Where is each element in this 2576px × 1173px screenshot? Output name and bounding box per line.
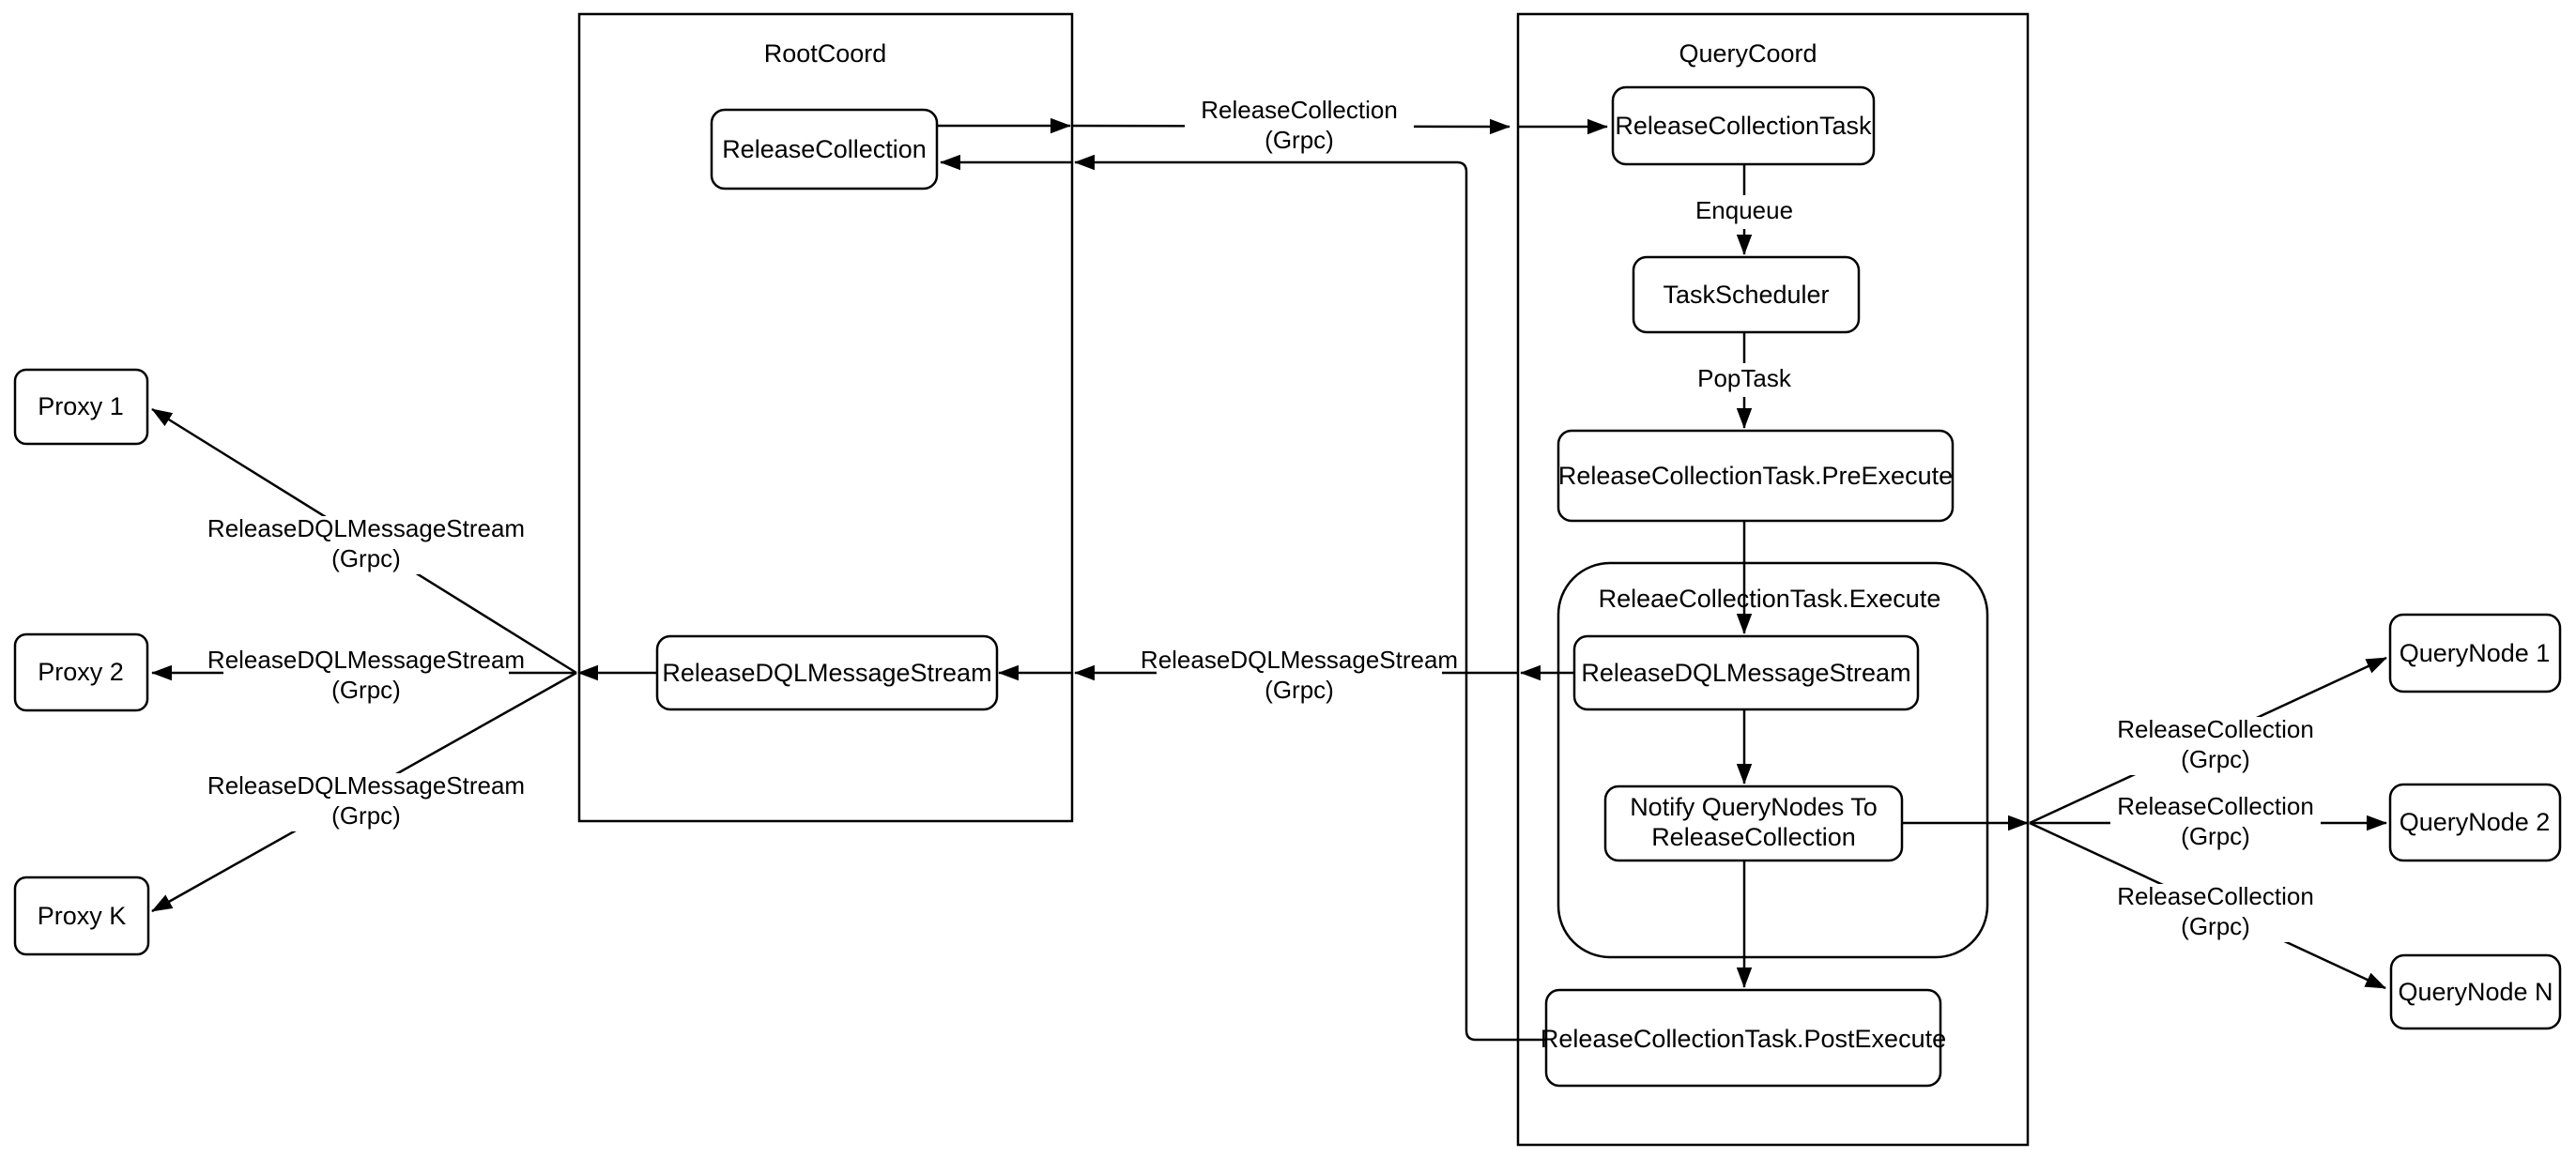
node-preexecute <box>1556 429 1955 523</box>
label-mask <box>2110 884 2321 942</box>
label-mask <box>2110 794 2321 852</box>
edge-label-proxyk-line1: ReleaseDQLMessageStream <box>207 771 525 800</box>
label-mask <box>2110 717 2321 775</box>
node-exec-releasedqlmessagestream <box>1572 634 1920 711</box>
node-postexecute-label: ReleaseCollectionTask.PostExecute <box>1541 1025 1946 1053</box>
edge-label-releasecollection-grpc-line2: (Grpc) <box>1265 126 1334 154</box>
label-mask <box>1683 363 1805 397</box>
edge-label-querynode2-line2: (Grpc) <box>2181 822 2250 850</box>
edge-label-proxy1-line2: (Grpc) <box>331 544 401 572</box>
edge-label-releasedql-grpc-line2: (Grpc) <box>1265 676 1334 704</box>
label-mask <box>223 516 509 574</box>
node-releasecollectiontask <box>1611 85 1876 166</box>
rootcoord-title: RootCoord <box>764 39 887 68</box>
node-taskscheduler <box>1632 255 1861 334</box>
node-querynode2 <box>2388 783 2562 862</box>
node-taskscheduler-label: TaskScheduler <box>1663 281 1829 309</box>
edge-label-querynode2-line1: ReleaseCollection <box>2117 792 2314 820</box>
node-querynoden-label: QueryNode N <box>2398 978 2553 1006</box>
edge-postexecute-return-seg1 <box>1074 154 1546 1042</box>
node-releasecollection-label: ReleaseCollection <box>722 135 927 163</box>
label-mask <box>223 773 509 831</box>
label-mask <box>1185 97 1414 155</box>
node-notify-querynodes <box>1603 785 1904 862</box>
edge-label-querynoden-line1: ReleaseCollection <box>2117 882 2314 910</box>
node-querynoden <box>2389 953 2562 1030</box>
node-releasecollectiontask-label: ReleaseCollectionTask <box>1615 112 1872 140</box>
node-root-releasedqlmessagestream-label: ReleaseDQLMessageStream <box>662 659 991 687</box>
label-mask <box>1157 647 1442 706</box>
node-releasecollection <box>710 108 939 190</box>
edge-label-querynode1-line2: (Grpc) <box>2181 745 2250 773</box>
node-preexecute-label: ReleaseCollectionTask.PreExecute <box>1558 462 1953 490</box>
label-mask <box>1679 195 1810 229</box>
node-querynode1-label: QueryNode 1 <box>2400 639 2551 667</box>
node-proxy1-label: Proxy 1 <box>38 392 124 420</box>
node-root-releasedqlmessagestream <box>655 634 999 711</box>
execute-group-box <box>1556 561 1989 959</box>
node-postexecute <box>1544 988 1942 1088</box>
edge-label-proxyk-line2: (Grpc) <box>331 801 401 830</box>
node-proxy1 <box>13 368 149 446</box>
edge-label-releasedql-grpc-line1: ReleaseDQLMessageStream <box>1141 646 1458 674</box>
node-querynode2-label: QueryNode 2 <box>2400 808 2551 836</box>
node-notify-querynodes-label-line1: Notify QueryNodes To <box>1630 793 1878 821</box>
node-querynode1 <box>2388 613 2562 693</box>
querycoord-title: QueryCoord <box>1679 39 1817 68</box>
node-proxy2 <box>13 632 149 712</box>
edge-label-querynode1-line1: ReleaseCollection <box>2117 715 2314 743</box>
node-proxyk <box>13 876 150 956</box>
label-mask <box>223 647 509 706</box>
querycoord-container <box>1516 12 2030 1147</box>
node-proxyk-label: Proxy K <box>38 902 127 930</box>
node-proxy2-label: Proxy 2 <box>38 658 124 686</box>
edge-label-poptask: PopTask <box>1697 364 1792 392</box>
node-exec-releasedqlmessagestream-label: ReleaseDQLMessageStream <box>1581 659 1910 687</box>
node-notify-querynodes-label-line2: ReleaseCollection <box>1651 823 1856 851</box>
edge-label-querynoden-line2: (Grpc) <box>2181 912 2250 940</box>
edge-label-enqueue: Enqueue <box>1695 196 1793 224</box>
edge-label-releasecollection-grpc-line1: ReleaseCollection <box>1201 96 1398 124</box>
edge-label-proxy1-line1: ReleaseDQLMessageStream <box>207 514 525 542</box>
execute-group-label: ReleaeCollectionTask.Execute <box>1599 585 1941 613</box>
edge-label-proxy2-line1: ReleaseDQLMessageStream <box>207 646 525 674</box>
edge-label-proxy2-line2: (Grpc) <box>331 676 401 704</box>
